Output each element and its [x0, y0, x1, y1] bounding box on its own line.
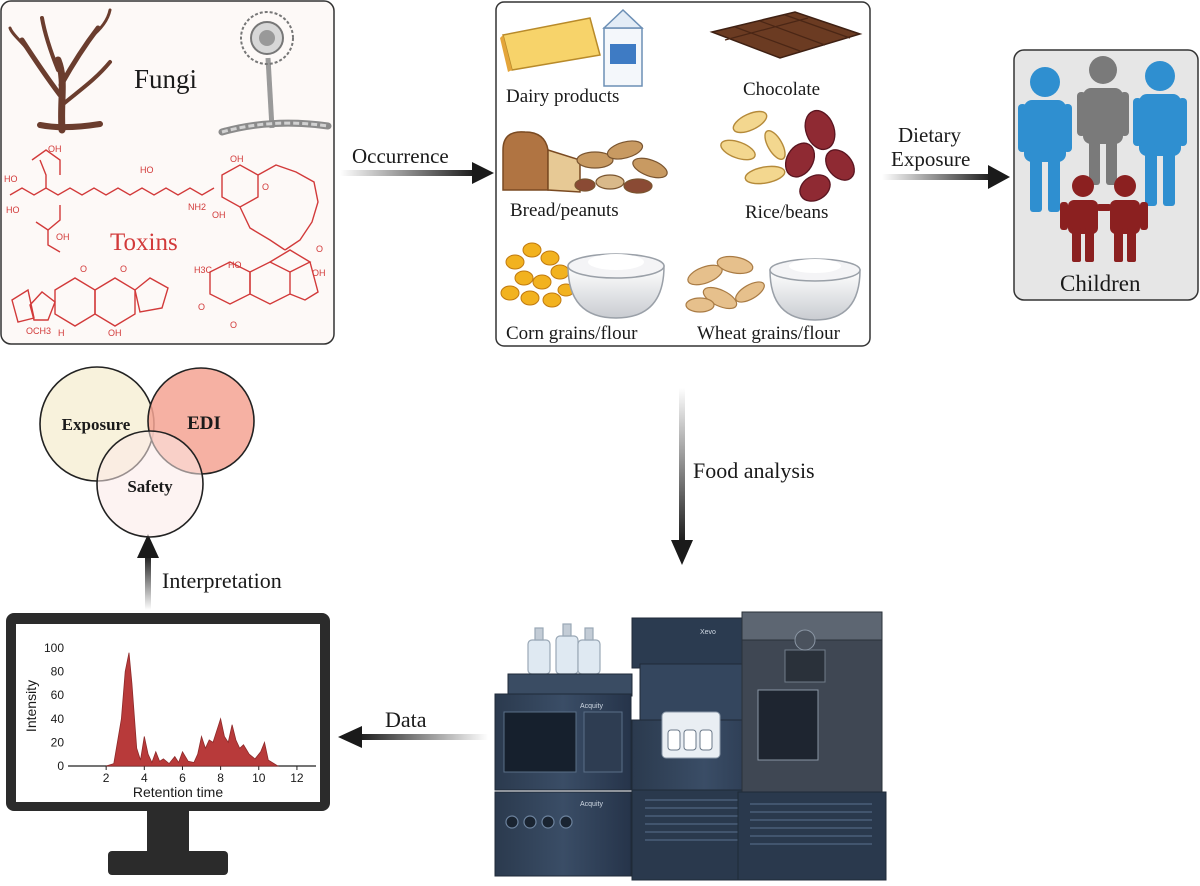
x-tick-label: 2 — [103, 771, 110, 785]
dietary-label-line1: Dietary — [898, 123, 961, 147]
venn-label-edi: EDI — [187, 413, 221, 434]
dietary-exposure-arrow: Dietary Exposure — [882, 123, 1010, 189]
rice-beans-illustration — [720, 109, 855, 202]
fungi-label: Fungi — [134, 64, 197, 94]
corn-illustration — [500, 242, 665, 319]
svg-text:O: O — [198, 302, 205, 312]
svg-text:HO: HO — [4, 174, 18, 184]
x-axis-title: Retention time — [133, 784, 223, 800]
adult-blue-icon-left — [1018, 67, 1072, 212]
svg-text:HO: HO — [6, 205, 20, 215]
svg-text:OH: OH — [108, 328, 122, 338]
chromatogram-area — [106, 652, 280, 767]
dietary-label-line2: Exposure — [891, 147, 970, 171]
svg-text:O: O — [316, 244, 323, 254]
food-label-bread: Bread/peanuts — [510, 200, 619, 221]
interpretation-label: Interpretation — [162, 568, 282, 593]
instrument-brand-3: Acquity — [580, 801, 603, 808]
dairy-illustration — [500, 8, 644, 87]
interpretation-arrow: Interpretation — [137, 534, 282, 610]
svg-text:O: O — [262, 182, 269, 192]
fungi-toxins-panel: Fungi HO OH HO — [0, 0, 335, 345]
x-tick-label: 4 — [141, 771, 148, 785]
venn-diagram: Exposure EDI Safety — [39, 366, 255, 538]
y-tick-label: 0 — [57, 759, 64, 773]
data-label: Data — [385, 707, 427, 732]
adult-grey-icon — [1077, 56, 1129, 185]
svg-text:O: O — [230, 320, 237, 330]
y-tick-label: 60 — [51, 688, 65, 702]
svg-text:HO: HO — [140, 165, 154, 175]
toxin-atom-labels: HO OH HO OH NH2 HO OH OH O O O O OCH3 H … — [4, 144, 326, 338]
instrument-brand-1: Acquity — [580, 703, 603, 710]
occurrence-arrow: Occurrence — [340, 144, 494, 184]
wheat-illustration — [685, 255, 861, 321]
food-label-dairy: Dairy products — [506, 86, 619, 107]
instrument-brand-2: Xevo — [700, 629, 716, 636]
food-analysis-arrow: Food analysis — [671, 388, 815, 565]
x-tick-label: 12 — [290, 771, 304, 785]
venn-circle-safety — [96, 430, 204, 538]
aspergillus-illustration — [218, 11, 332, 136]
svg-text:OH: OH — [56, 232, 70, 242]
adult-blue-icon-right — [1133, 61, 1187, 206]
mold-illustration — [8, 8, 112, 134]
children-label: Children — [1060, 271, 1141, 296]
chromatogram-chart: 2 4 6 8 10 12 0 20 40 60 80 100 Retention time Int… — [23, 641, 316, 800]
food-label-rice: Rice/beans — [745, 202, 828, 223]
children-panel: Children — [1013, 49, 1199, 301]
svg-text:O: O — [80, 264, 87, 274]
svg-text:OH: OH — [312, 268, 326, 278]
y-ticks: 0 20 40 60 80 100 — [44, 641, 64, 773]
svg-text:H: H — [58, 328, 65, 338]
bread-peanuts-illustration — [502, 131, 668, 194]
svg-text:HO: HO — [228, 260, 242, 270]
x-tick-label: 10 — [252, 771, 266, 785]
food-label-wheat: Wheat grains/flour — [697, 323, 841, 344]
chocolate-illustration — [709, 11, 863, 59]
venn-label-safety: Safety — [127, 477, 173, 496]
food-panel: Dairy products Chocolate Bread/peanuts R… — [495, 1, 871, 347]
toxin-structures — [9, 149, 319, 327]
toxins-label: Toxins — [110, 229, 178, 256]
data-arrow: Data — [338, 707, 488, 748]
occurrence-label: Occurrence — [352, 144, 449, 168]
food-label-corn: Corn grains/flour — [506, 323, 638, 344]
svg-text:OH: OH — [230, 154, 244, 164]
y-axis-title: Intensity — [23, 680, 39, 732]
svg-text:H3C: H3C — [194, 265, 213, 275]
venn-label-exposure: Exposure — [62, 415, 131, 434]
svg-text:O: O — [120, 264, 127, 274]
svg-text:NH2: NH2 — [188, 202, 206, 212]
chart-plot-area — [68, 648, 316, 766]
y-tick-label: 80 — [51, 665, 65, 679]
x-ticks: 2 4 6 8 10 12 — [103, 766, 304, 785]
x-tick-label: 6 — [179, 771, 186, 785]
lcms-instrument: Acquity Acquity Xevo — [494, 611, 887, 881]
y-tick-label: 40 — [51, 712, 65, 726]
svg-text:OH: OH — [212, 210, 226, 220]
svg-text:OCH3: OCH3 — [26, 326, 51, 336]
child-icon-right — [1096, 175, 1148, 262]
child-icon-left — [1060, 175, 1098, 262]
svg-text:OH: OH — [48, 144, 62, 154]
food-analysis-label: Food analysis — [693, 458, 815, 483]
food-label-chocolate: Chocolate — [743, 79, 820, 100]
y-tick-label: 100 — [44, 641, 64, 655]
y-tick-label: 20 — [51, 735, 65, 749]
x-tick-label: 8 — [217, 771, 224, 785]
